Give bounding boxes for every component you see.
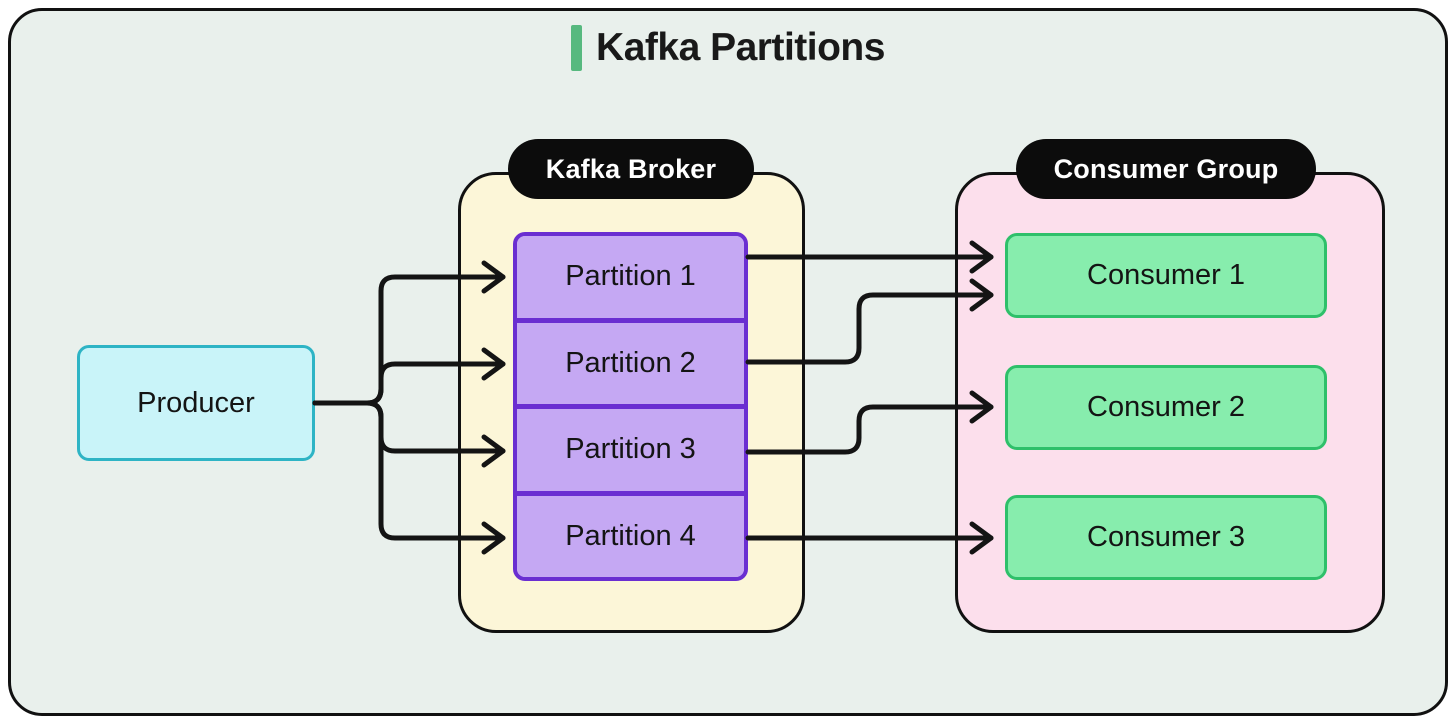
consumer-1-node: Consumer 1 [1005,233,1327,318]
partition-stack: Partition 1 Partition 2 Partition 3 Part… [513,232,748,581]
kafka-broker-pill: Kafka Broker [508,139,754,199]
page-title: Kafka Partitions [596,26,885,69]
partition-1-node: Partition 1 [517,236,744,318]
producer-node: Producer [77,345,315,461]
consumer-group-label: Consumer Group [1053,153,1279,184]
producer-label: Producer [137,386,255,419]
consumer-group-pill: Consumer Group [1016,139,1316,199]
consumer-2-node: Consumer 2 [1005,365,1327,450]
kafka-broker-label: Kafka Broker [545,153,717,184]
consumer-3-label: Consumer 3 [1087,521,1245,553]
partition-4-node: Partition 4 [517,490,744,577]
partition-3-node: Partition 3 [517,404,744,491]
partition-2-node: Partition 2 [517,317,744,404]
title-row: Kafka Partitions [0,22,1456,74]
title-accent-bar [571,25,583,71]
consumer-2-label: Consumer 2 [1087,391,1245,423]
consumer-1-label: Consumer 1 [1087,259,1245,291]
consumer-3-node: Consumer 3 [1005,495,1327,580]
